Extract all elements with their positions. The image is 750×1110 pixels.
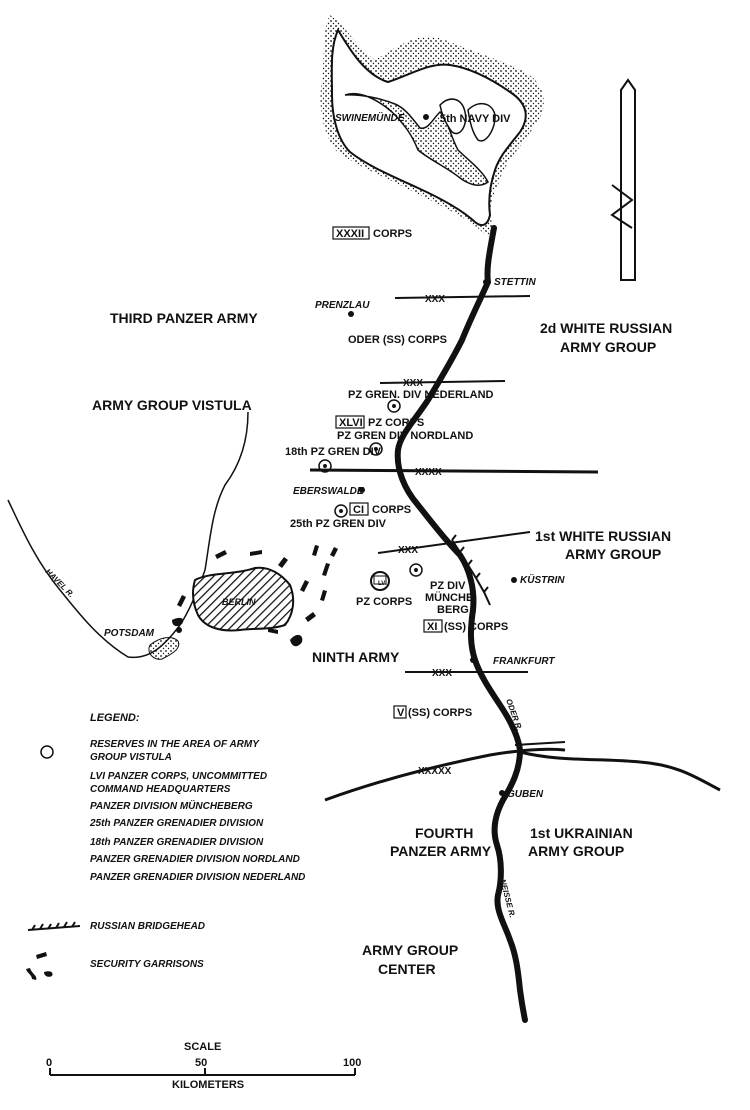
label-v-corps: (SS) CORPS: [408, 707, 472, 719]
legend-reserves-2: GROUP VISTULA: [90, 752, 172, 763]
label-army-group-center-1: ARMY GROUP: [362, 942, 458, 958]
boundary-label-xxx-3: XXX: [398, 545, 418, 556]
label-2d-white-russian-1: 2d WHITE RUSSIAN: [540, 320, 672, 336]
boundary-xxxx: [309, 468, 599, 474]
boundary-xxx-3: [377, 531, 531, 554]
city-potsdam: POTSDAM: [104, 628, 155, 639]
boundary-xxxxx: [324, 747, 566, 802]
city-guben: GUBEN: [507, 789, 544, 800]
neisse-tributary: [519, 750, 721, 792]
boundary-xxx-2: [379, 380, 506, 384]
scale-tick-100: 100: [343, 1057, 361, 1069]
boundaries: [309, 295, 599, 802]
unit-labels: 5th NAVY DIV XXXII CORPS ODER (SS) CORPS…: [285, 113, 511, 719]
russian-bridgehead: [451, 534, 491, 606]
city-labels: SWINEMÜNDE STETTIN PRENZLAU EBERSWALDE B…: [104, 111, 565, 800]
berlin-area: [192, 566, 295, 632]
reserve-circles: [318, 399, 423, 591]
legend-bridgehead: RUSSIAN BRIDGEHEAD: [90, 921, 205, 932]
city-eberswalde: EBERSWALDE: [293, 486, 364, 497]
label-xlvi: XLVI: [339, 417, 363, 429]
label-lvi-pz-corps: PZ CORPS: [356, 596, 412, 608]
legend-garrisons: SECURITY GARRISONS: [90, 959, 204, 970]
label-1st-ukrainian-1: 1st UKRAINIAN: [530, 825, 633, 841]
legend-title: LEGEND:: [90, 712, 140, 724]
scale-title: SCALE: [184, 1041, 221, 1053]
label-1st-white-russian-1: 1st WHITE RUSSIAN: [535, 528, 671, 544]
label-nederland: PZ GREN. DIV NEDERLAND: [348, 389, 494, 401]
boundary-label-xxx-2: XXX: [403, 378, 423, 389]
city-stettin: STETTIN: [494, 277, 536, 288]
label-lvi: LVI: [378, 581, 387, 587]
legend-item-6: PANZER GRENADIER DIVISION NEDERLAND: [90, 872, 305, 883]
boundary-label-xxx-4: XXX: [432, 668, 452, 679]
boundary-label-xxxx: XXXX: [415, 467, 442, 478]
lagoon: [344, 93, 489, 186]
label-fourth-panzer-1: FOURTH: [415, 825, 473, 841]
island-1: [439, 98, 467, 135]
label-xlvi-corps: PZ CORPS: [368, 417, 424, 429]
label-xxxii: XXXII: [336, 228, 364, 240]
legend-item-5: PANZER GRENADIER DIVISION NORDLAND: [90, 854, 300, 865]
label-third-panzer-army: THIRD PANZER ARMY: [110, 310, 258, 326]
label-muncheberg-2: BERG: [437, 604, 469, 616]
label-army-group-center-2: CENTER: [378, 961, 436, 977]
scale-tick-50: 50: [195, 1057, 207, 1069]
city-dots: [176, 114, 517, 796]
potsdam-lake: [148, 637, 180, 660]
scale-unit: KILOMETERS: [172, 1079, 244, 1091]
security-garrisons: [172, 545, 338, 647]
label-xi: XI: [427, 621, 437, 633]
legend-item-1: COMMAND HEADQUARTERS: [90, 784, 231, 795]
boundary-label-xxxxx: XXXXX: [418, 766, 452, 777]
label-1st-ukrainian-2: ARMY GROUP: [528, 843, 624, 859]
scale-tick-0: 0: [46, 1057, 52, 1069]
scale-bar: SCALE 0 50 100 KILOMETERS: [46, 1041, 361, 1091]
label-fourth-panzer-2: PANZER ARMY: [390, 843, 492, 859]
city-berlin: BERLIN: [222, 597, 256, 607]
legend-garrisons-icon: [26, 952, 53, 980]
legend-item-3: 25th PANZER GRENADIER DIVISION: [89, 818, 264, 829]
label-nordland: PZ GREN DIV NORDLAND: [337, 430, 473, 442]
legend-item-0: LVI PANZER CORPS, UNCOMMITTED: [90, 771, 267, 782]
army-labels: THIRD PANZER ARMY ARMY GROUP VISTULA NIN…: [92, 310, 672, 977]
label-ci: CI: [353, 504, 364, 516]
label-25th-pz-gren: 25th PZ GREN DIV: [290, 518, 387, 530]
label-muncheberg-1: MÜNCHE-: [425, 591, 477, 604]
label-army-group-vistula: ARMY GROUP VISTULA: [92, 397, 252, 413]
island-2: [467, 103, 496, 142]
label-18th-pz-gren: 18th PZ GREN DIV: [285, 446, 382, 458]
legend-item-4: 18th PANZER GRENADIER DIVISION: [90, 837, 264, 848]
north-arrow-icon: [610, 78, 636, 281]
label-xxxii-corps: CORPS: [373, 228, 412, 240]
label-1st-white-russian-2: ARMY GROUP: [565, 546, 661, 562]
coastline: [320, 15, 544, 236]
label-5th-navy-div: 5th NAVY DIV: [440, 113, 511, 125]
boundary-xxx-1: [394, 295, 531, 299]
label-oder-ss-corps: ODER (SS) CORPS: [348, 334, 447, 346]
city-swinemunde: SWINEMÜNDE: [335, 111, 405, 124]
boundary-label-xxx-1: XXX: [425, 294, 445, 305]
city-kustrin: KÜSTRIN: [520, 573, 565, 586]
legend-item-2: PANZER DIVISION MÜNCHEBERG: [90, 799, 253, 812]
river-havel: HAVEL R.: [44, 567, 76, 599]
legend-reserves-1: RESERVES IN THE AREA OF ARMY: [90, 739, 260, 750]
label-ci-corps: CORPS: [372, 504, 411, 516]
label-v: V: [397, 707, 405, 719]
label-ninth-army: NINTH ARMY: [312, 649, 400, 665]
legend-bridgehead-icon: [27, 921, 81, 931]
city-prenzlau: PRENZLAU: [315, 300, 370, 311]
label-2d-white-russian-2: ARMY GROUP: [560, 339, 656, 355]
label-xi-corps: (SS) CORPS: [444, 621, 508, 633]
boundary-labels: XXX XXX XXXX XXX XXX XXXXX: [398, 294, 452, 777]
label-pz-div: PZ DIV: [430, 580, 466, 592]
legend: LEGEND: RESERVES IN THE AREA OF ARMY GRO…: [26, 712, 305, 980]
city-frankfurt: FRANKFURT: [493, 656, 555, 667]
